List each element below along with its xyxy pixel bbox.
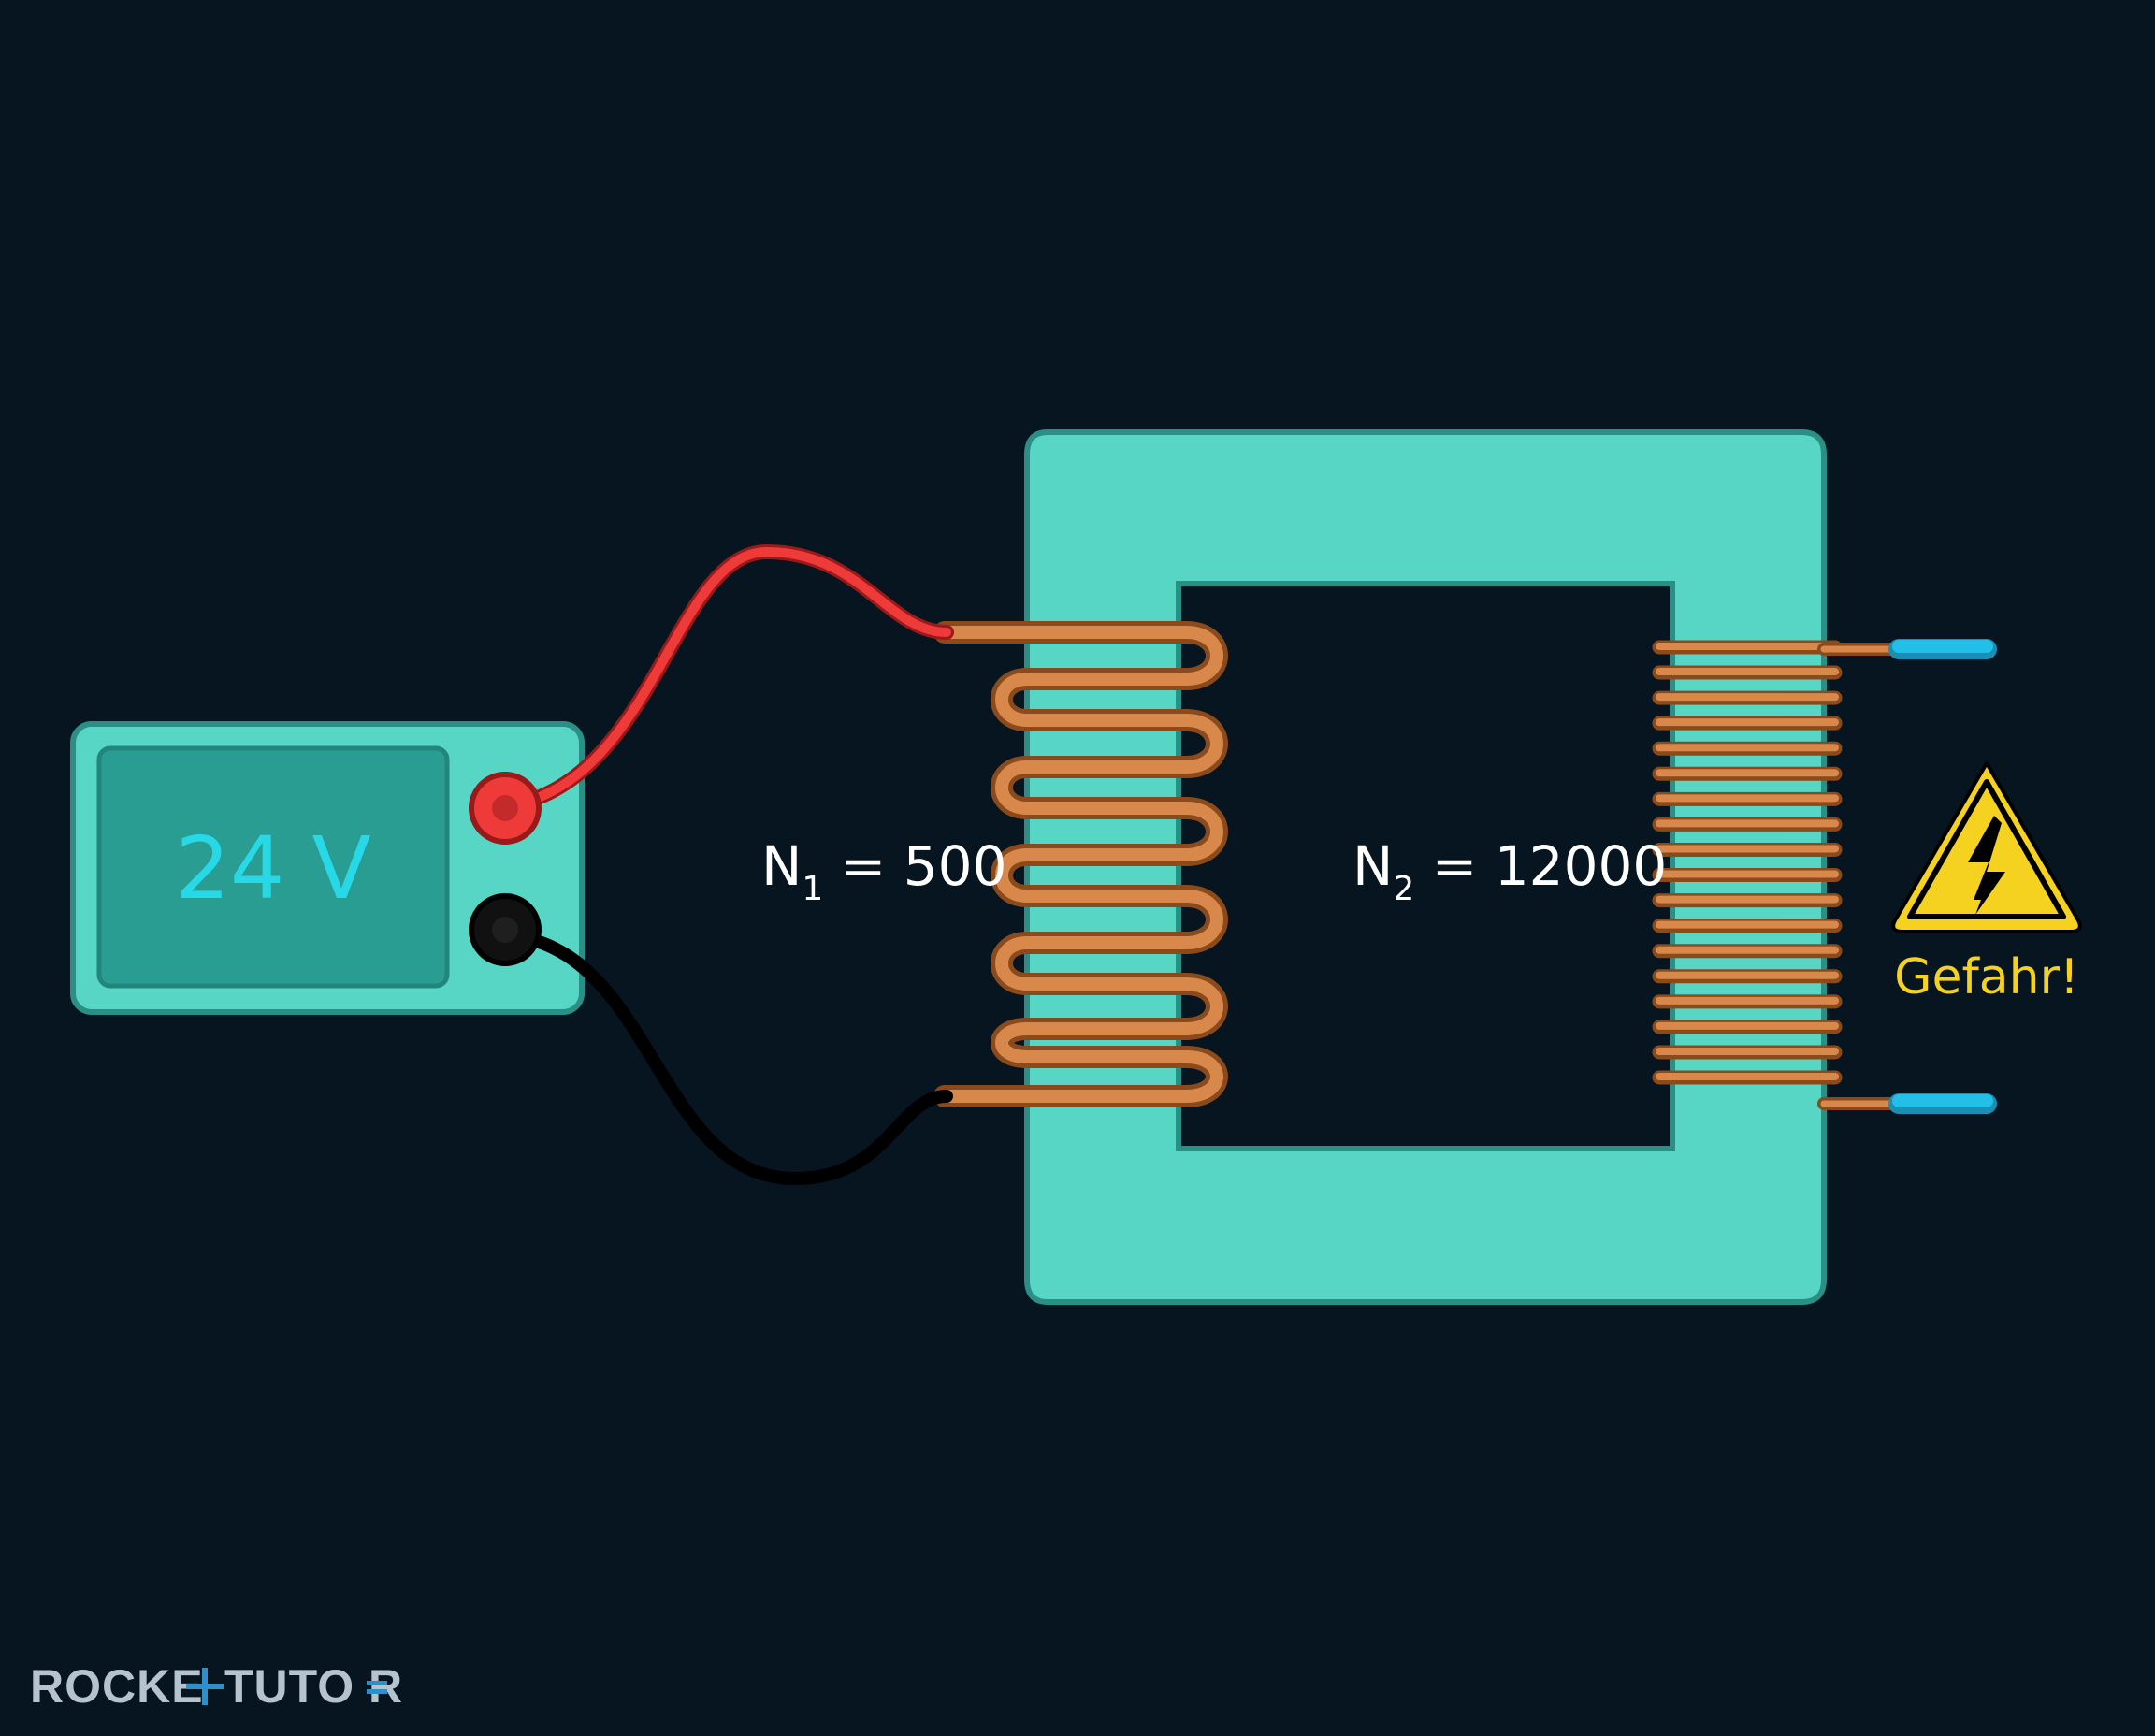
voltage-label: 24 V — [175, 818, 370, 919]
power-supply: 24 V — [70, 721, 585, 1015]
secondary-terminals — [1817, 639, 1997, 1114]
transformer-core — [1024, 429, 1827, 1305]
high-voltage-warning-icon — [1891, 761, 2082, 933]
warning-label: Gefahr! — [1894, 949, 2079, 1005]
power-supply-display — [96, 745, 450, 989]
lightning-bolt-icon — [1968, 816, 2005, 915]
svg-text:R: R — [369, 1660, 402, 1713]
secondary-turns-label: N2 = 12000 — [1352, 834, 1667, 908]
primary-coil — [933, 621, 1228, 1107]
black-wire — [499, 929, 953, 1186]
rocket-tutor-logo: ROCKE TUTO R — [30, 1660, 402, 1713]
primary-turns-label: N1 = 500 — [761, 834, 1006, 908]
secondary-coil — [1652, 640, 1843, 1085]
svg-text:ROCKE: ROCKE — [30, 1660, 204, 1713]
svg-text:TUTO: TUTO — [224, 1660, 354, 1713]
